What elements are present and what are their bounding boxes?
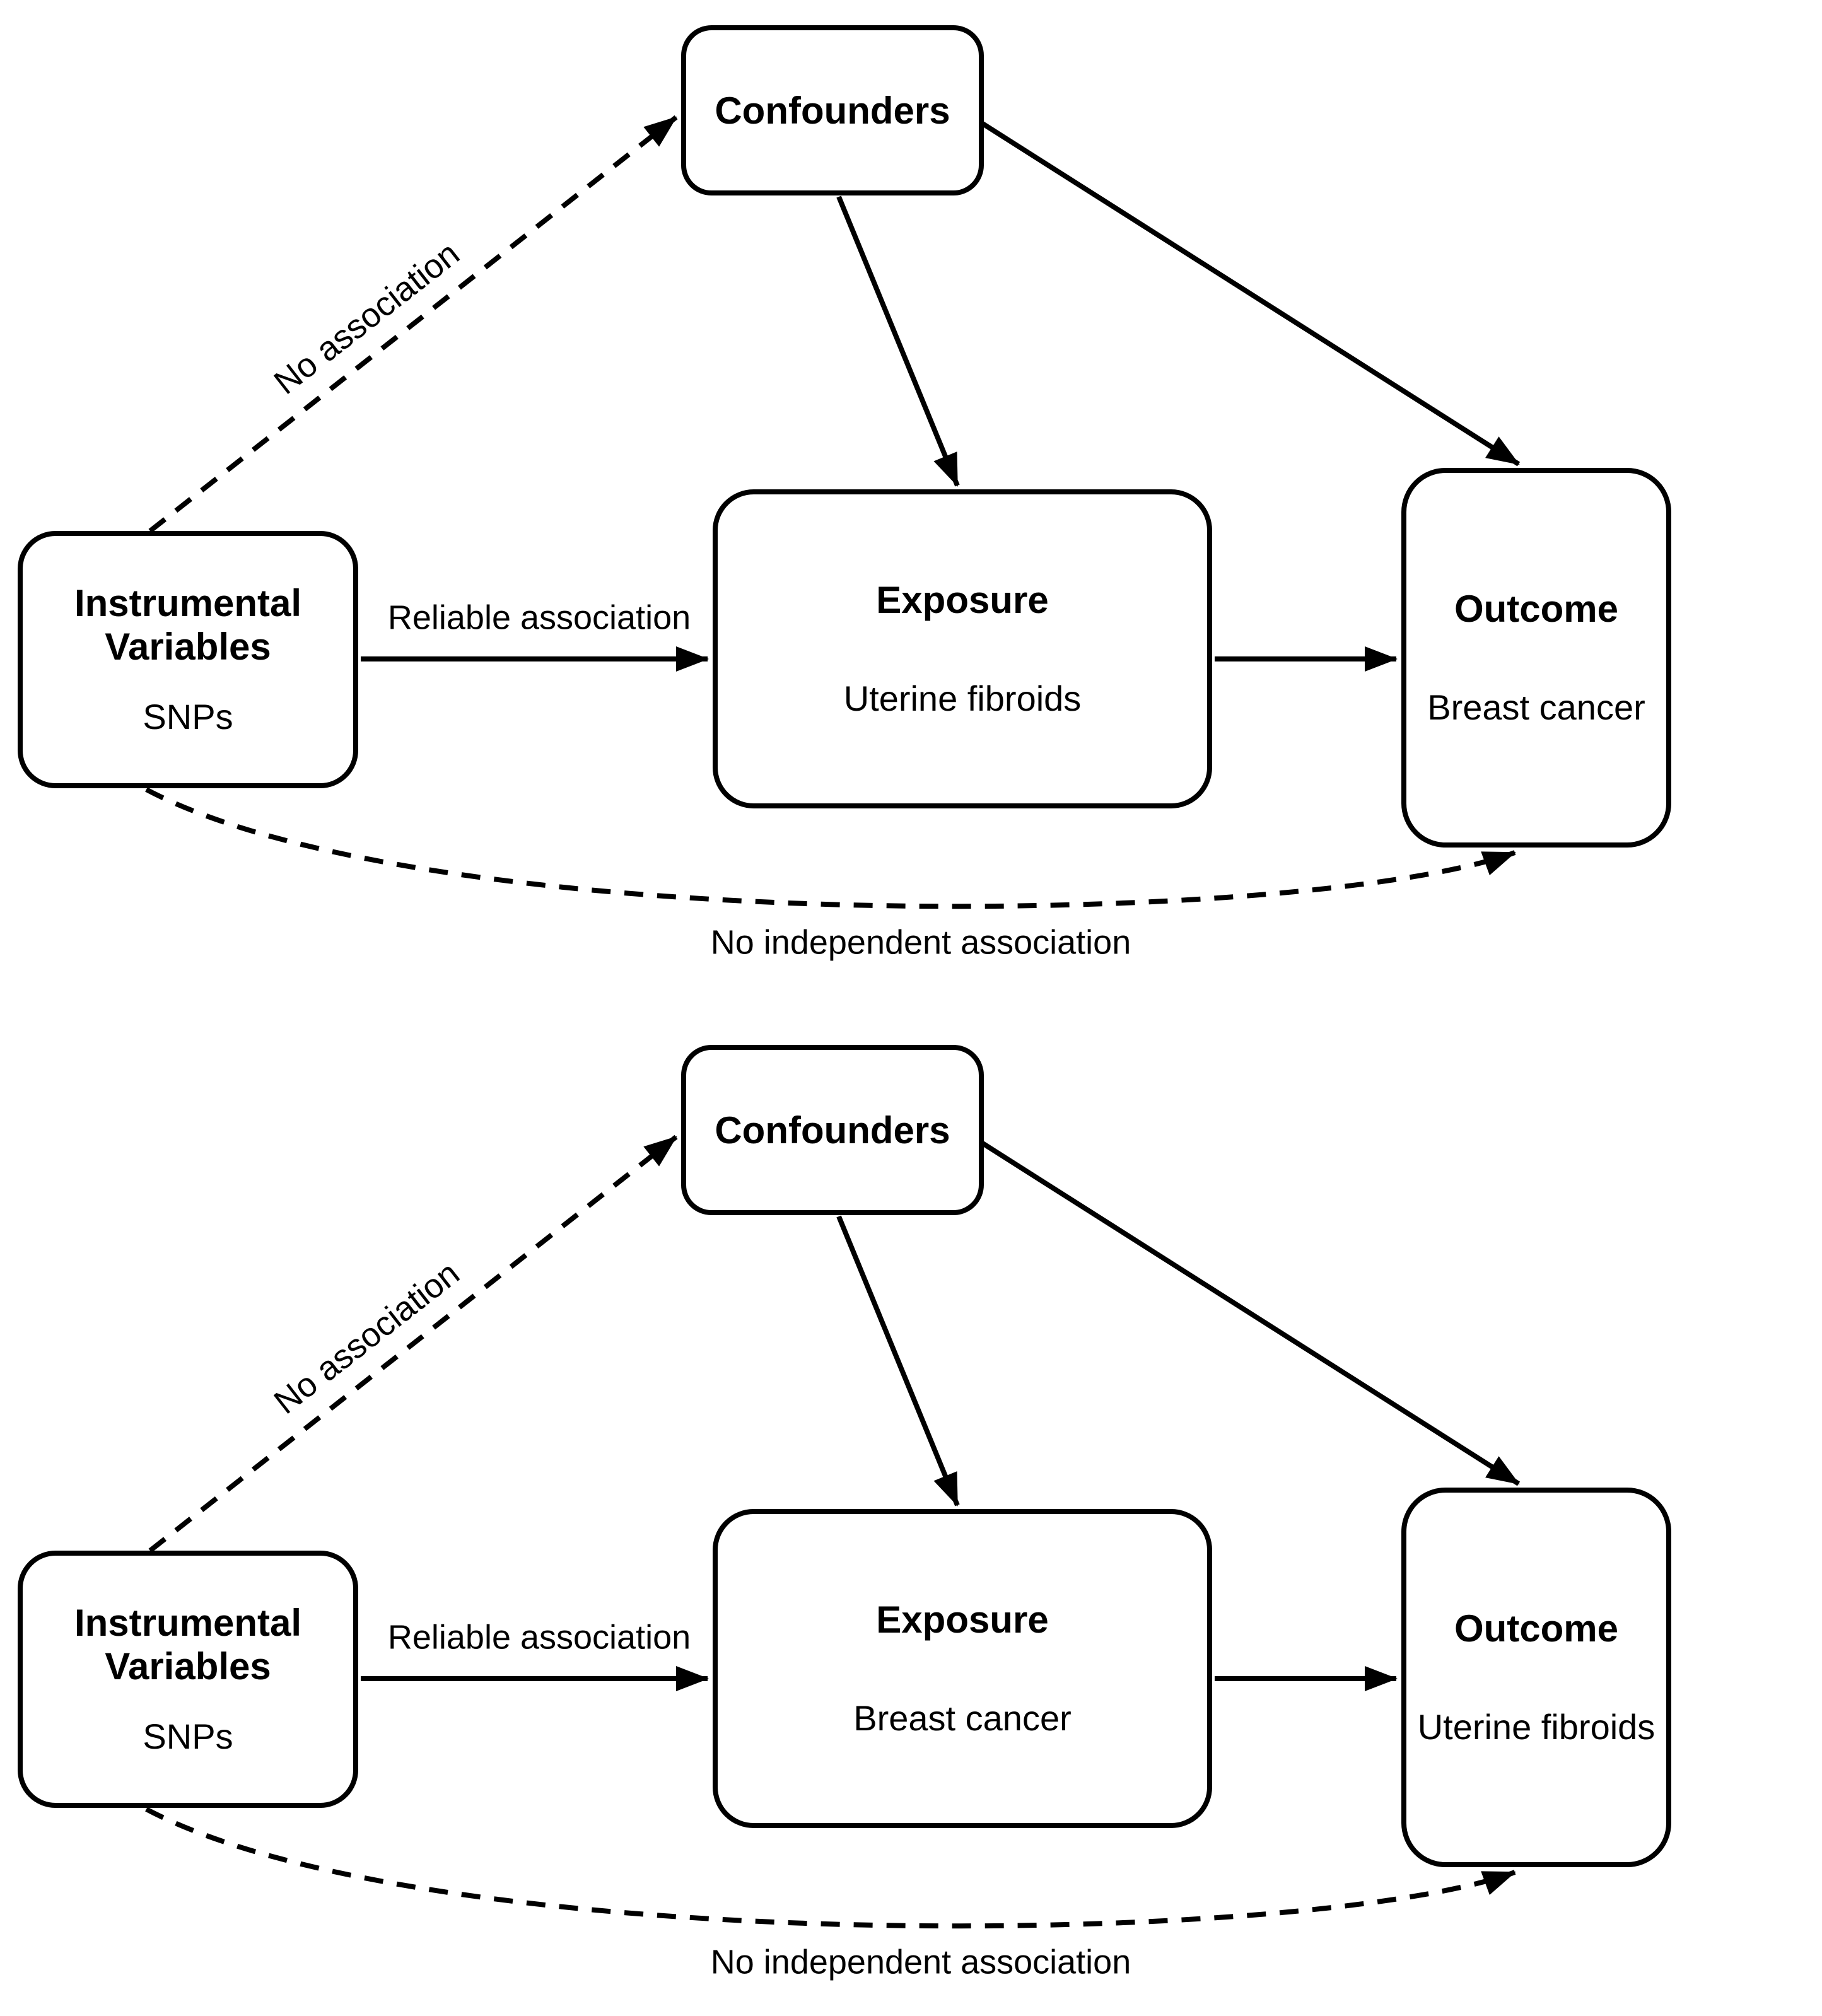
edges-layer — [145, 115, 1521, 909]
node-subtitle: Uterine fibroids — [843, 679, 1082, 719]
edge-confounders-to-outcome — [981, 121, 1521, 467]
node-outcome: Outcome Breast cancer — [1401, 468, 1671, 848]
edge-label-no-independent-association: No independent association — [710, 923, 1131, 962]
node-title: Exposure — [876, 579, 1049, 622]
node-instrumental-variables: Instrumental Variables SNPs — [18, 1551, 358, 1808]
edge-iv-to-confounders-dashed — [148, 1134, 678, 1553]
edge-label-reliable-association: Reliable association — [387, 598, 691, 637]
edge-confounders-to-outcome — [981, 1141, 1521, 1486]
edge-label-no-independent-association: No independent association — [710, 1943, 1131, 1981]
node-subtitle: SNPs — [143, 1716, 233, 1757]
edge-iv-to-outcome-dashed-curve — [145, 787, 1516, 909]
node-subtitle: Breast cancer — [1427, 687, 1645, 728]
node-instrumental-variables: Instrumental Variables SNPs — [18, 531, 358, 788]
node-confounders: Confounders — [681, 25, 984, 195]
edge-label-reliable-association: Reliable association — [387, 1618, 691, 1657]
node-exposure: Exposure Uterine fibroids — [713, 489, 1212, 808]
mr-diagram-panel-bottom: Confounders Instrumental Variables SNPs … — [0, 1020, 1822, 2016]
node-title: Outcome — [1454, 588, 1619, 631]
node-title: Instrumental Variables — [74, 582, 302, 668]
node-subtitle: Uterine fibroids — [1417, 1707, 1656, 1747]
node-title: Confounders — [715, 1109, 950, 1151]
node-title: Instrumental Variables — [74, 1602, 302, 1688]
edge-iv-to-outcome-dashed-curve — [145, 1807, 1516, 1929]
edge-confounders-to-exposure — [836, 195, 960, 487]
edges-layer — [145, 1134, 1521, 1929]
node-exposure: Exposure Breast cancer — [713, 1509, 1212, 1828]
node-confounders: Confounders — [681, 1045, 984, 1215]
node-subtitle: Breast cancer — [853, 1698, 1072, 1739]
node-title: Exposure — [876, 1599, 1049, 1641]
node-outcome: Outcome Uterine fibroids — [1401, 1488, 1671, 1867]
edge-confounders-to-exposure — [836, 1215, 960, 1506]
node-title: Outcome — [1454, 1607, 1619, 1650]
edge-iv-to-confounders-dashed — [148, 115, 678, 533]
mr-diagram-panel-top: Confounders Instrumental Variables SNPs … — [0, 0, 1822, 996]
node-subtitle: SNPs — [143, 697, 233, 737]
node-title: Confounders — [715, 89, 950, 132]
